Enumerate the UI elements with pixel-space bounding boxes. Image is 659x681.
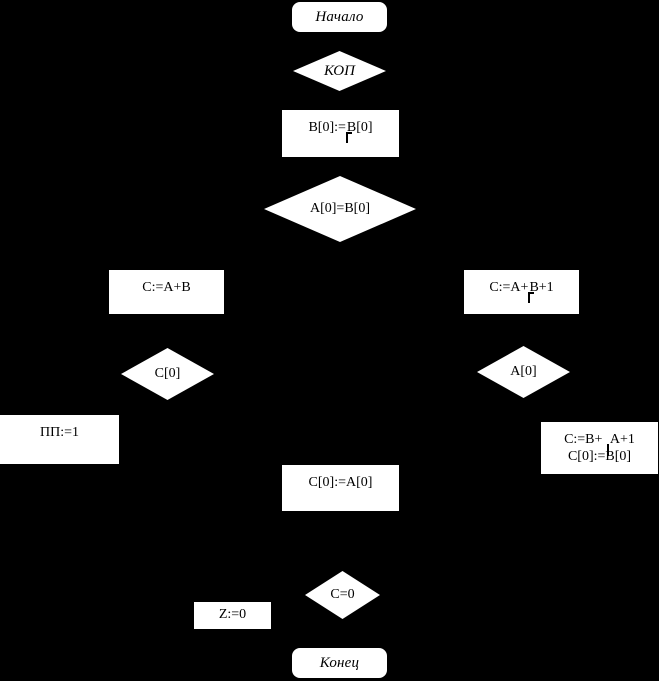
node-start[interactable]: Начало xyxy=(292,2,387,32)
node-c-is-zero-label: C=0 xyxy=(330,587,355,602)
node-pp-eq-1[interactable]: ПП:=1 xyxy=(0,415,119,464)
node-test-a0[interactable]: A[0] xyxy=(477,346,570,398)
node-cmp-a0-b0-label: A[0]=B[0] xyxy=(310,201,370,216)
node-end[interactable]: Конец xyxy=(292,648,387,678)
node-cmp-a0-b0[interactable]: A[0]=B[0] xyxy=(264,176,416,242)
node-start-label: Начало xyxy=(315,8,364,25)
node-c0-eq-a0-label: C[0]:=A[0] xyxy=(308,475,373,490)
node-invert-b0-label: B[0]:=B[0] xyxy=(308,120,373,143)
node-test-c0-label: C[0] xyxy=(154,366,181,381)
node-z-eq-0[interactable]: Z:=0 xyxy=(194,602,271,629)
node-end-label: Конец xyxy=(319,654,360,671)
node-test-c0[interactable]: C[0] xyxy=(121,348,214,400)
node-c-eq-a-plus-b-label: C:=A+B xyxy=(142,280,191,295)
node-c-is-zero[interactable]: C=0 xyxy=(305,571,380,619)
node-c-eq-a-plus-b[interactable]: C:=A+B xyxy=(109,270,224,314)
node-pp-eq-1-label: ПП:=1 xyxy=(39,425,79,440)
node-kop-label: КОП xyxy=(324,62,355,79)
node-c0-eq-a0[interactable]: C[0]:=A[0] xyxy=(282,465,399,511)
node-z-eq-0-label: Z:=0 xyxy=(218,607,247,622)
node-invert-b0[interactable]: B[0]:=B[0] xyxy=(282,110,399,157)
node-kop[interactable]: КОП xyxy=(293,51,386,91)
node-c-eq-a-plus-nb-1[interactable]: C:=A+B+1 xyxy=(464,270,579,314)
node-test-a0-label: A[0] xyxy=(510,364,537,379)
node-c-eq-a-plus-nb-1-label: C:=A+B+1 xyxy=(489,280,554,303)
